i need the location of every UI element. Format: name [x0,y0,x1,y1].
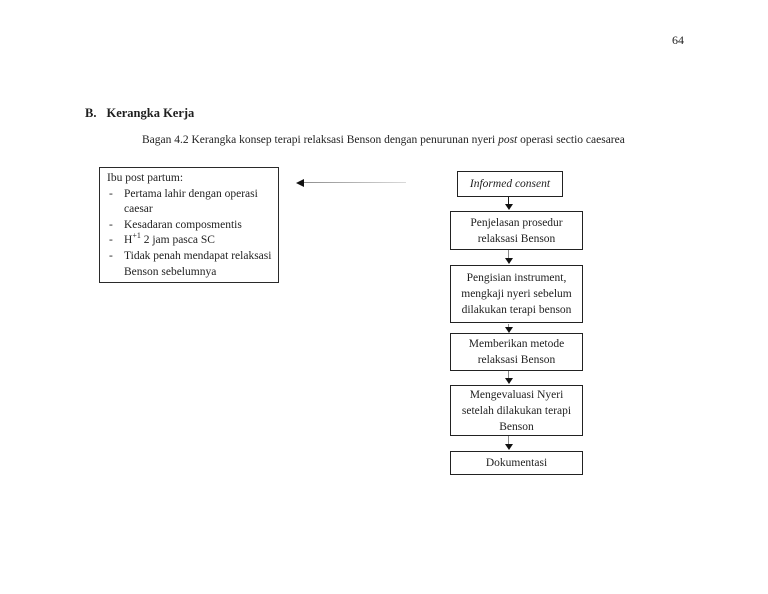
flow-connector [504,250,513,264]
bullet-marker: - [109,249,113,262]
section-label: B. [85,106,97,120]
figure-caption-prefix: Bagan 4.2 Kerangka konsep terapi relaksa… [142,134,499,146]
flow-step-dokumentasi: Dokumentasi [450,451,583,475]
criteria-box: Ibu post partum: - Pertama lahir dengan … [99,167,279,283]
flow-connector [504,324,513,333]
flow-connector [504,436,513,450]
figure-caption: Bagan 4.2 Kerangka konsep terapi relaksa… [142,134,625,146]
criteria-item-text: Tidak penah mendapat relaksasi Benson se… [124,249,272,278]
horizontal-connector [296,178,406,187]
criteria-item: - H+1 2 jam pasca SC [107,231,272,249]
criteria-item-text: Kesadaran composmentis [124,218,242,231]
connector-line [508,324,509,327]
figure-caption-suffix: operasi sectio caesarea [517,134,625,146]
section-heading: B. Kerangka Kerja [85,106,194,121]
criteria-item-post: 2 jam pasca SC [140,234,215,247]
flow-step-mengevaluasi-nyeri: Mengevaluasi Nyeri setelah dilakukan ter… [450,385,583,436]
criteria-item: - Pertama lahir dengan operasi caesar [107,187,272,218]
connector-line [304,182,406,183]
arrow-down-icon [504,327,513,333]
connector-line [508,436,509,444]
arrow-down-icon [504,258,513,264]
page-number: 64 [672,33,684,47]
figure-caption-italic: post [498,134,518,146]
criteria-box-title: Ibu post partum: [107,172,184,184]
criteria-item: - Kesadaran composmentis [107,218,272,234]
flow-connector [504,371,513,384]
bullet-marker: - [109,187,113,200]
arrow-left-icon [296,178,304,187]
criteria-item-sup: +1 [132,231,141,241]
section-title: Kerangka Kerja [106,106,195,120]
arrow-down-icon [504,204,513,210]
connector-line [508,197,509,204]
bullet-marker: - [109,218,113,231]
flow-step-pengisian-instrument: Pengisian instrument, mengkaji nyeri seb… [450,265,583,323]
flow-connector [504,197,513,210]
criteria-item-pre: H [124,234,133,247]
criteria-item-text: Pertama lahir dengan operasi caesar [124,187,258,216]
flow-step-penjelasan-prosedur: Penjelasan prosedur relaksasi Benson [450,211,583,250]
connector-line [508,250,509,258]
connector-line [508,371,509,378]
criteria-item-text: H+1 2 jam pasca SC [124,231,272,249]
flow-step-memberikan-metode: Memberikan metode relaksasi Benson [450,333,583,371]
flow-step-informed-consent: Informed consent [457,171,563,197]
arrow-down-icon [504,444,513,450]
criteria-item: - Tidak penah mendapat relaksasi Benson … [107,249,272,280]
arrow-down-icon [504,378,513,384]
bullet-marker: - [109,234,113,247]
